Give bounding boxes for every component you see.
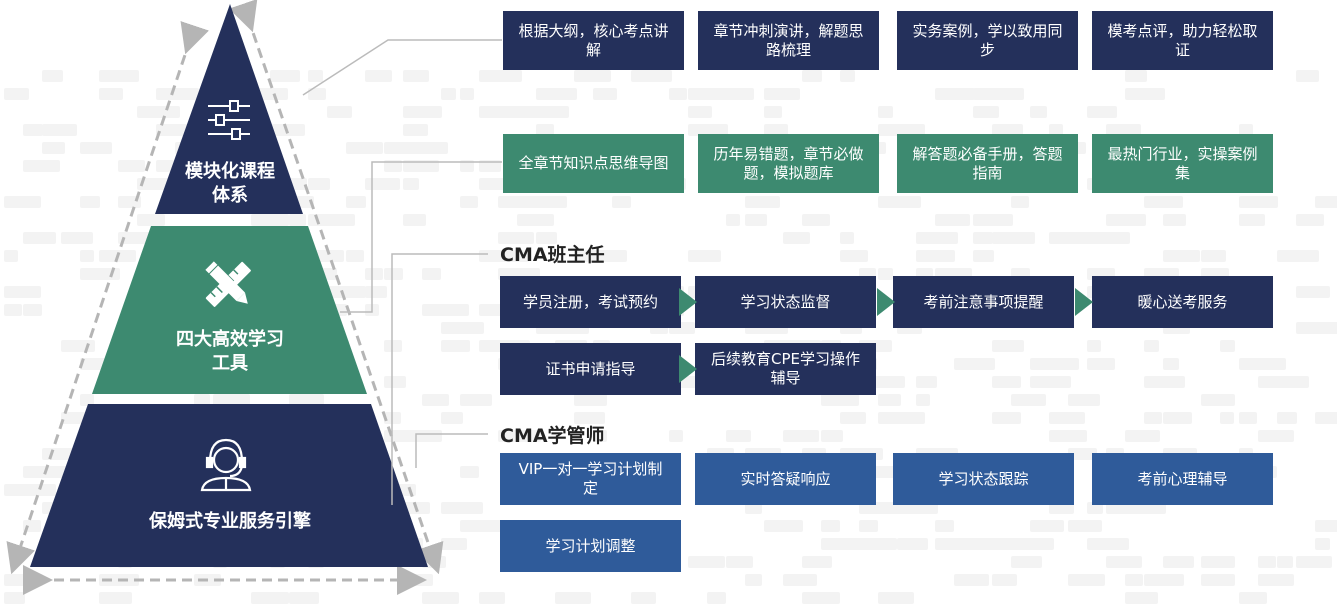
study-manager-task: 实时答疑响应 <box>695 453 876 505</box>
class-head-task: 学习状态监督 <box>695 276 876 328</box>
connector-courses <box>302 39 502 96</box>
course-box: 实务案例，学以致用同步 <box>897 11 1078 70</box>
flow-arrow <box>679 355 697 383</box>
pyramid-bottom-tier <box>30 404 428 567</box>
flow-arrow <box>877 288 895 316</box>
class-head-task: 学员注册，考试预约 <box>500 276 681 328</box>
left-dashed-arrow <box>6 21 209 575</box>
study-manager-task: 学习计划调整 <box>500 520 681 572</box>
course-box: 章节冲刺演讲，解题思路梳理 <box>698 11 879 70</box>
course-box: 模考点评，助力轻松取证 <box>1092 11 1273 70</box>
connector-tools <box>340 161 502 313</box>
study-manager-task: VIP一对一学习计划制定 <box>500 453 681 505</box>
middle-tier-label: 四大高效学习工具 <box>176 329 284 374</box>
bottom-tier-label: 保姆式专业服务引擎 <box>149 511 311 532</box>
pencil-ruler-icon <box>205 261 251 307</box>
tool-box: 最热门行业，实操案例集 <box>1092 134 1273 193</box>
class-head-task: 暖心送考服务 <box>1092 276 1273 328</box>
flow-arrow <box>679 288 697 316</box>
class-head-task: 证书申请指导 <box>500 343 681 395</box>
study-manager-heading: CMA学管师 <box>500 425 605 447</box>
tool-box: 全章节知识点思维导图 <box>503 134 684 193</box>
top-tier-label: 模块化课程体系 <box>185 161 275 206</box>
class-head-task: 后续教育CPE学习操作辅导 <box>695 343 876 395</box>
headset-agent-icon <box>200 438 252 492</box>
class-head-heading: CMA班主任 <box>500 244 605 266</box>
pyramid-middle-tier <box>92 226 367 394</box>
class-head-task: 考前注意事项提醒 <box>893 276 1074 328</box>
connector-class-head <box>391 253 488 505</box>
connector-study-manager <box>415 433 488 468</box>
study-manager-task: 考前心理辅导 <box>1092 453 1273 505</box>
tool-box: 解答题必备手册，答题指南 <box>897 134 1078 193</box>
course-box: 根据大纲，核心考点讲解 <box>503 11 684 70</box>
study-manager-task: 学习状态跟踪 <box>893 453 1074 505</box>
flow-arrow <box>1075 288 1093 316</box>
tool-box: 历年易错题，章节必做题，模拟题库 <box>698 134 879 193</box>
sliders-icon <box>208 100 250 140</box>
